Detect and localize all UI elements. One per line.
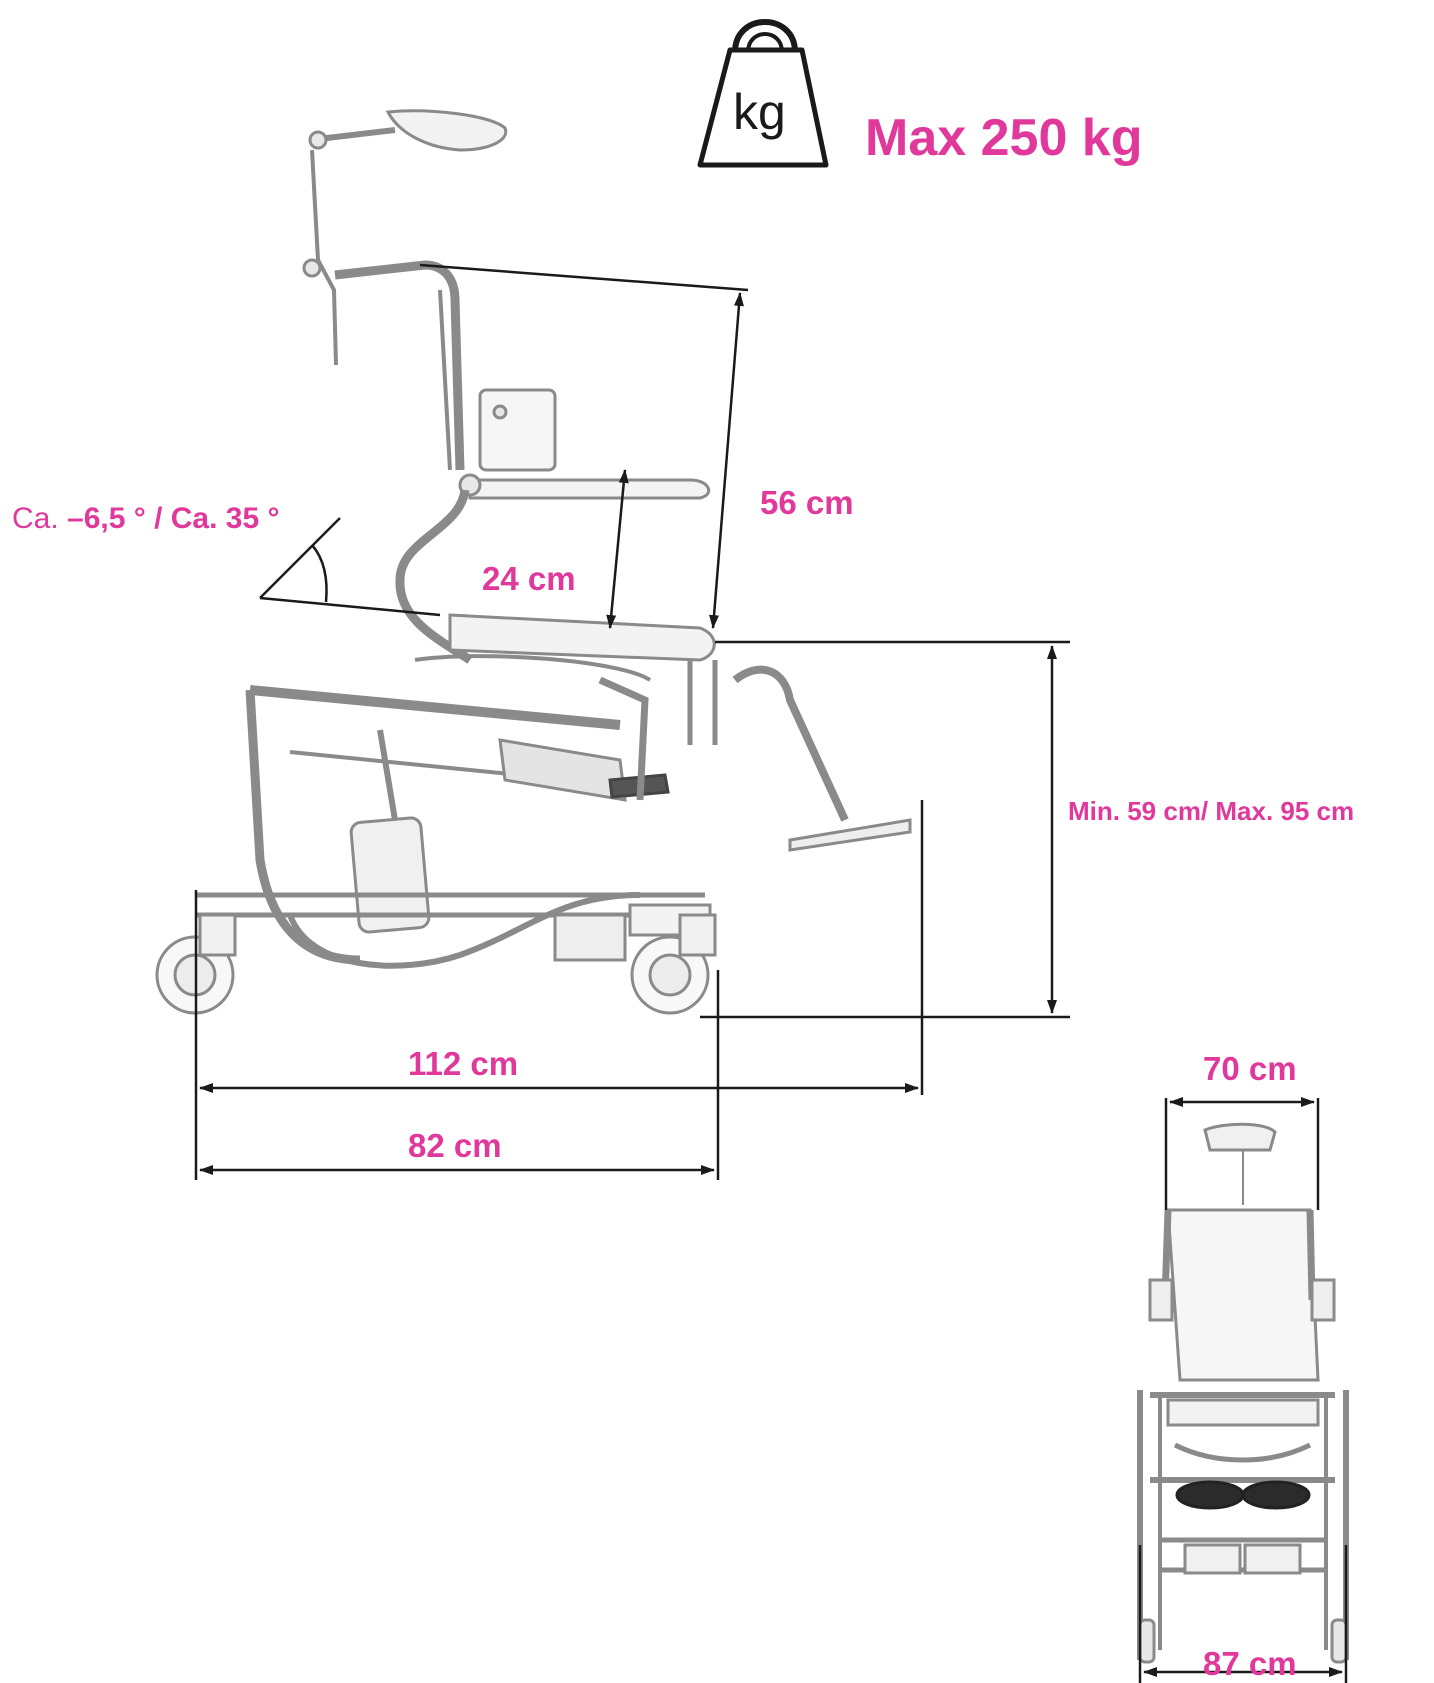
base-length-label: 82 cm [408, 1127, 502, 1164]
armrest-height-label: 24 cm [482, 560, 576, 597]
tilt-angle-label: Ca. –6,5 ° / Ca. 35 ° [12, 502, 279, 536]
dimension-lines [194, 263, 1070, 1180]
weight-kg-icon [697, 19, 829, 168]
seat-height-label: Min. 59 cm/ Max. 95 cm [1068, 796, 1355, 826]
kg-icon-text: kg [733, 84, 786, 140]
length-with-footrest-label: 112 cm [408, 1045, 519, 1082]
front-base-width-label: 87 cm [1203, 1645, 1297, 1682]
tilt-angle-prefix: Ca. [12, 502, 59, 535]
front-top-width-label: 70 cm [1203, 1050, 1297, 1087]
max-load-label: Max 250 kg [865, 109, 1143, 167]
front-dimension-lines [1138, 1097, 1348, 1683]
front-view-chair-drawing [1137, 1122, 1349, 1664]
backrest-height-label: 56 cm [760, 484, 854, 521]
tilt-angle-value: –6,5 ° / Ca. 35 ° [67, 502, 280, 535]
